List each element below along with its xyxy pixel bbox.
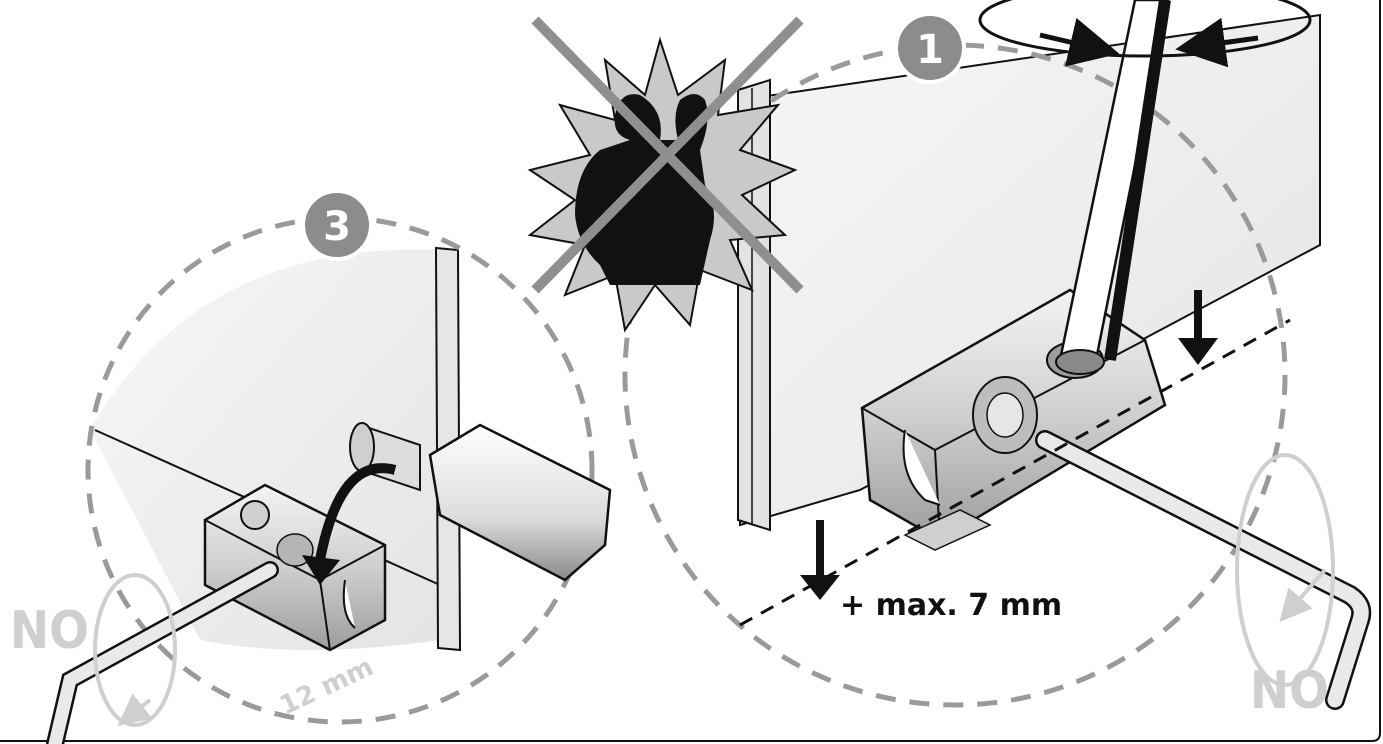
max-adjust-label: + max. 7 mm <box>840 588 1062 623</box>
detail-circle-left <box>85 215 595 725</box>
no-label-left: NO <box>10 601 89 661</box>
allen-key-icon-left <box>46 561 279 744</box>
no-force-warning-icon <box>527 16 804 333</box>
detail-circle-right <box>622 42 1288 708</box>
detail-step-3: NO 12 mm 3 <box>10 189 612 744</box>
no-label-right: NO <box>1250 661 1329 721</box>
detail-step-1: + max. 7 mm 1 NO <box>622 0 1372 721</box>
step-number-1: 1 <box>916 27 944 73</box>
allen-key-icon <box>1035 430 1372 710</box>
clamp-left <box>203 483 387 652</box>
step-badge-3: 3 <box>301 189 373 261</box>
screwdriver-icon <box>1055 0 1171 375</box>
down-arrow-icon <box>800 290 1218 600</box>
gap-label: 12 mm <box>275 652 378 721</box>
reference-line <box>739 318 1291 627</box>
step-number-3: 3 <box>323 204 351 250</box>
rotate-arrow-icon <box>978 0 1312 68</box>
step-badge-1: 1 <box>894 12 966 84</box>
rotate-arrow-icon-left <box>315 463 397 561</box>
